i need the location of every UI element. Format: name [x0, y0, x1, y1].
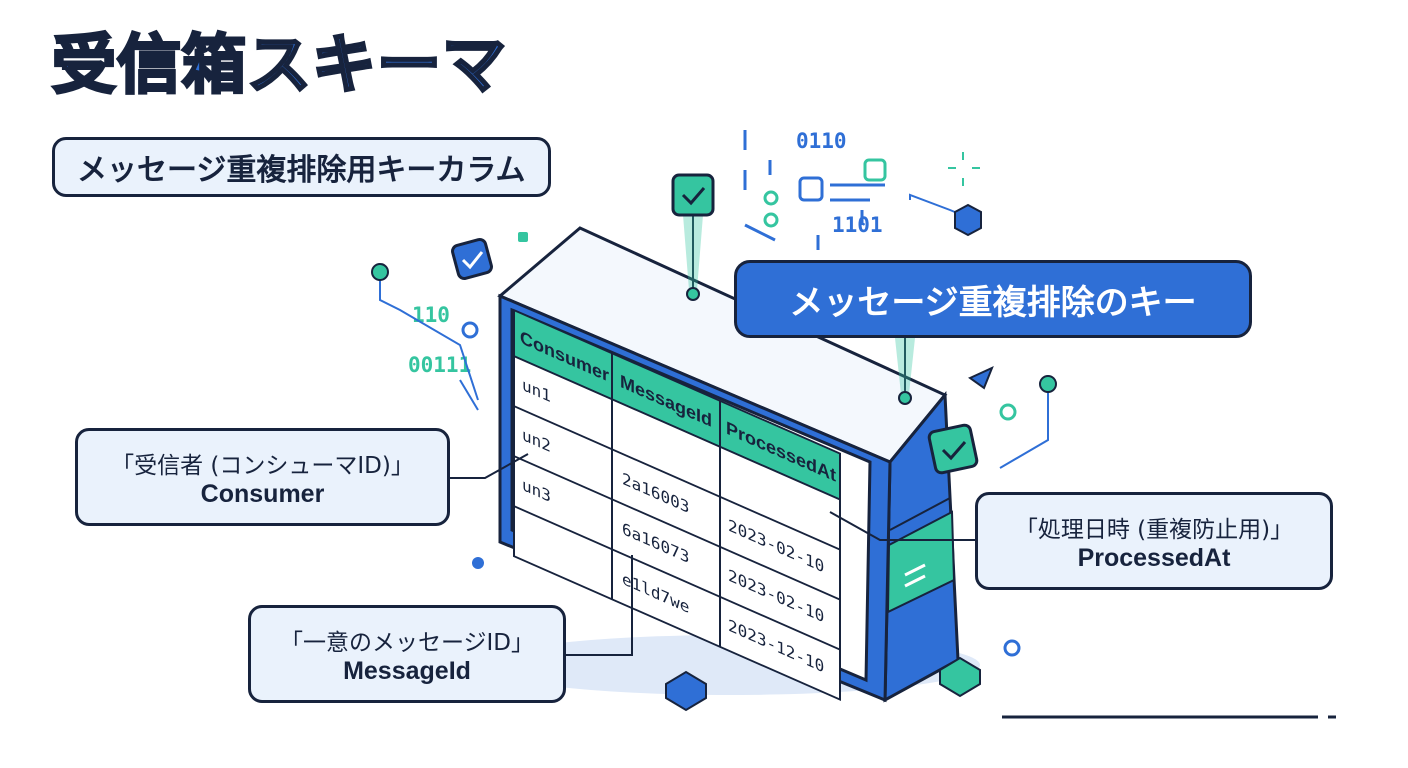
callout-processed-at-en: ProcessedAt — [1077, 543, 1231, 572]
side-panel-accent — [886, 510, 956, 614]
callout-processed-at: 「処理日時 (重複防止用)」 ProcessedAt — [975, 492, 1333, 590]
cube-icon — [954, 203, 982, 237]
schema-table: Consumer MessageId ProcessedAt un1 un2 u… — [513, 308, 841, 702]
bits-text: 0110 — [796, 129, 847, 153]
callout-consumer-jp: 「受信者 (コンシューマID)」 — [111, 452, 414, 479]
check-icon — [927, 423, 979, 475]
callout-message-id: 「一意のメッセージID」 MessageId — [248, 605, 566, 703]
callout-message-id-jp: 「一意のメッセージID」 — [279, 629, 535, 656]
bits-text: 00111 — [408, 353, 471, 377]
triangle-icon — [968, 366, 994, 390]
cube-icon — [665, 670, 707, 712]
callout-consumer: 「受信者 (コンシューマID)」 Consumer — [75, 428, 450, 526]
callout-message-id-en: MessageId — [343, 656, 471, 685]
bits-text: 1101 — [832, 213, 883, 237]
bits-text: 110 — [412, 303, 450, 327]
callout-consumer-en: Consumer — [200, 479, 325, 508]
callout-connectors — [450, 212, 975, 656]
page-title: 受信箱スキーマ — [51, 28, 508, 105]
subtitle-box: メッセージ重複排除用キーカラム — [52, 137, 551, 197]
cube-icon — [939, 656, 981, 698]
check-icon — [451, 238, 493, 280]
check-icon — [671, 173, 715, 217]
binary-decoration: 110 00111 0110 1101 — [408, 129, 883, 377]
dedup-key-label: メッセージ重複排除のキー — [734, 260, 1252, 338]
callout-processed-at-jp: 「処理日時 (重複防止用)」 — [1014, 516, 1294, 543]
sparkle-icon — [948, 152, 980, 186]
data-stream-decoration — [743, 130, 887, 250]
